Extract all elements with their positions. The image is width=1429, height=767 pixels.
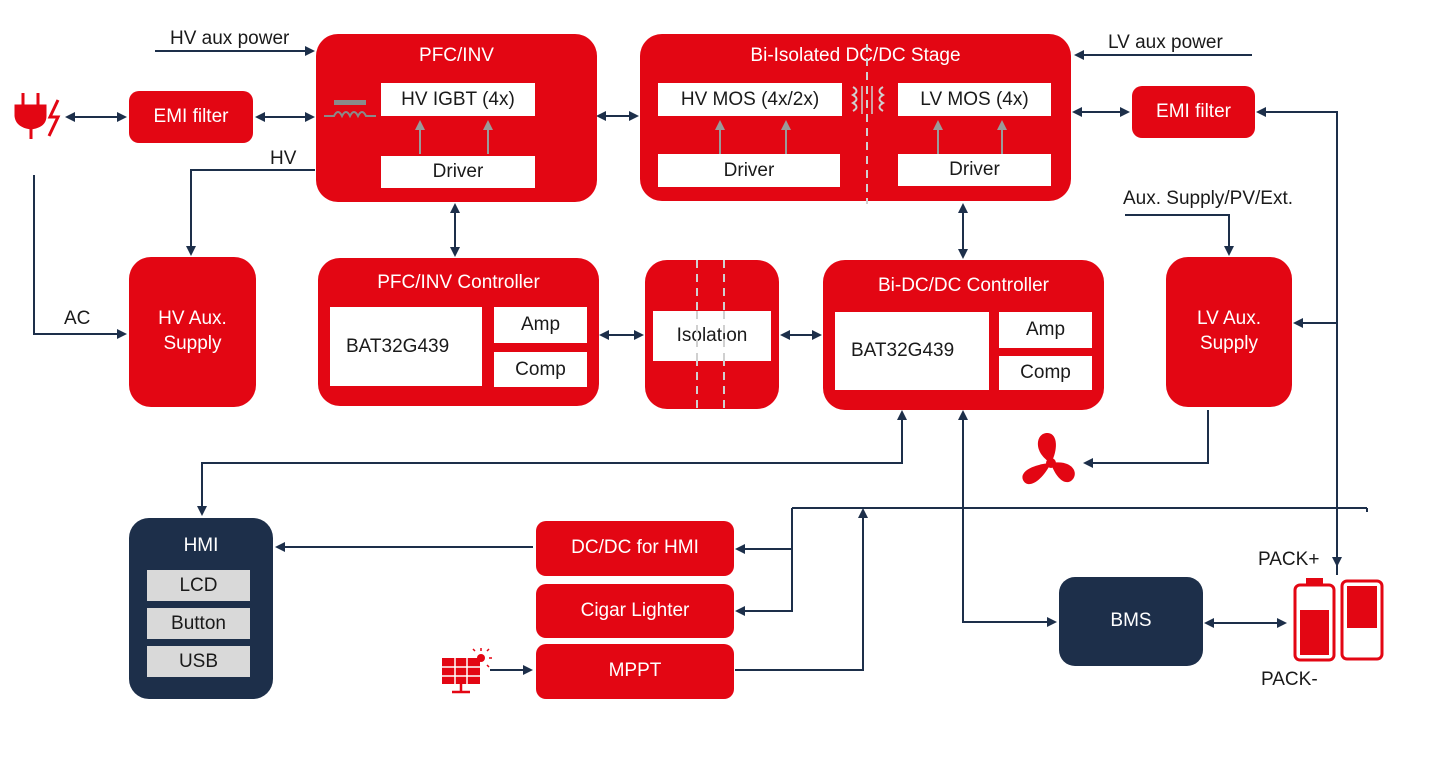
aux-supply-pv-ext-label: Aux. Supply/PV/Ext. xyxy=(1123,188,1294,209)
hv-aux-supply-block: HV Aux. Supply xyxy=(129,257,256,407)
dc-controller-block: Bi-DC/DC Controller BAT32G439 Amp Comp xyxy=(823,260,1104,410)
emi-filter-left-label: EMI filter xyxy=(153,105,229,127)
ac-line xyxy=(33,175,127,339)
dcdc-stage-title: Bi-Isolated DC/DC Stage xyxy=(750,45,961,66)
dcdc-driver-left-box: Driver xyxy=(658,154,840,187)
cigar-lighter-block: Cigar Lighter xyxy=(536,584,734,638)
controller-hmi-line xyxy=(197,410,907,516)
bms-label: BMS xyxy=(1110,610,1152,632)
dc-controller-title: Bi-DC/DC Controller xyxy=(877,275,1050,296)
lv-aux-supply-line2: Supply xyxy=(1199,333,1259,354)
dc-mcu-box: BAT32G439 xyxy=(835,312,989,390)
gray-arrows xyxy=(415,120,493,154)
isolation-inner-lines xyxy=(696,311,725,361)
right-bus-emi xyxy=(1256,107,1342,567)
aux-supply-line xyxy=(1125,214,1234,256)
hv-line xyxy=(186,169,315,256)
transformer-icon xyxy=(850,44,886,204)
emi-filter-left-block: EMI filter xyxy=(129,91,253,143)
dcdc-hmi-block: DC/DC for HMI xyxy=(536,521,734,576)
dc-comp-box: Comp xyxy=(999,356,1092,390)
hmi-lcd-item: LCD xyxy=(147,570,250,601)
hv-aux-power-label: HV aux power xyxy=(170,28,290,49)
battery-pack-icon xyxy=(1293,578,1384,662)
lv-mos-box: LV MOS (4x) xyxy=(898,83,1051,116)
pfc-inv-block: PFC/INV HV IGBT (4x) Driver xyxy=(316,34,597,202)
dcdc-driver-right-box: Driver xyxy=(898,154,1051,186)
pfc-controller-block: PFC/INV Controller BAT32G439 Amp Comp xyxy=(318,258,599,406)
emi-filter-right-label: EMI filter xyxy=(1156,100,1231,122)
solar-panel-icon xyxy=(442,648,492,694)
pfc-inv-title: PFC/INV xyxy=(419,45,494,66)
controller-bms-line xyxy=(958,410,1057,627)
lv-aux-supply-label: LV Aux. Supply xyxy=(1166,257,1292,407)
dc-amp-box: Amp xyxy=(999,312,1092,348)
power-plug-icon xyxy=(14,93,61,139)
gray-arrows-dcdc xyxy=(715,120,1007,154)
lv-aux-supply-block: LV Aux. Supply xyxy=(1166,257,1292,407)
bms-block: BMS xyxy=(1059,577,1203,666)
emi-filter-right-block: EMI filter xyxy=(1132,86,1255,138)
bus-cigar xyxy=(735,549,793,616)
hmi-usb-item: USB xyxy=(147,646,250,677)
hv-aux-supply-line2: Supply xyxy=(163,333,222,354)
dcdc-stage-block: Bi-Isolated DC/DC Stage HV MOS (4x/2x) L… xyxy=(640,34,1071,204)
pfc-comp-box: Comp xyxy=(494,352,587,387)
pack-plus-label: PACK+ xyxy=(1258,549,1320,570)
hv-igbt-box: HV IGBT (4x) xyxy=(381,83,535,116)
hv-aux-supply-line1: HV Aux. xyxy=(158,308,227,330)
lv-aux-supply-line1: LV Aux. xyxy=(1196,308,1262,330)
mppt-bus-line xyxy=(735,508,868,671)
pfc-controller-title: PFC/INV Controller xyxy=(377,272,540,293)
mppt-label: MPPT xyxy=(608,660,662,682)
mppt-block: MPPT xyxy=(536,644,734,699)
inductor-icon xyxy=(324,100,376,119)
pack-minus-label: PACK- xyxy=(1261,669,1318,690)
pfc-driver-box: Driver xyxy=(381,156,535,188)
hmi-block: HMI LCD Button USB xyxy=(129,518,273,699)
isolation-block: Isolation xyxy=(645,260,779,409)
isolation-label: Isolation xyxy=(653,311,771,361)
dcdc-hmi-label: DC/DC for HMI xyxy=(571,537,699,559)
fan-icon xyxy=(1022,432,1075,485)
pfc-amp-box: Amp xyxy=(494,307,587,343)
hmi-title: HMI xyxy=(183,535,219,556)
hmi-button-item: Button xyxy=(147,608,250,639)
bus-dcdc-hmi xyxy=(735,508,793,554)
lv-aux-power-label: LV aux power xyxy=(1108,32,1223,53)
hv-aux-supply-label: HV Aux. Supply xyxy=(129,257,256,407)
pfc-mcu-box: BAT32G439 xyxy=(330,307,482,386)
hv-label: HV xyxy=(270,148,297,169)
cigar-lighter-label: Cigar Lighter xyxy=(580,599,690,621)
lvaux-fan-line xyxy=(1083,410,1209,468)
ac-label: AC xyxy=(64,308,91,329)
hv-mos-box: HV MOS (4x/2x) xyxy=(658,83,842,116)
